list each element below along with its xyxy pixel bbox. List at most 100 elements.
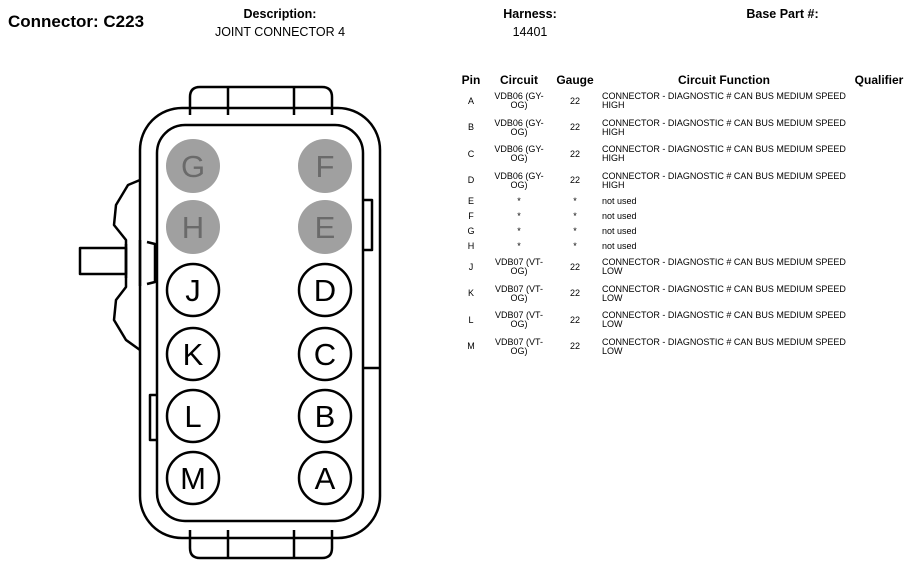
cavity-circle [297, 262, 353, 318]
circuit-function-cell: not used [602, 226, 637, 236]
table-row: D VDB06 (GY-OG) 22 CONNECTOR - DIAGNOSTIC #… [455, 168, 909, 195]
qualifier-cell [849, 334, 909, 361]
circuit-cell: VDB06 (GY-OG) [494, 91, 544, 111]
gauge-cell: * [573, 196, 577, 206]
circuit-function-cell: CONNECTOR - DIAGNOSTIC # CAN BUS MEDIUM … [602, 144, 846, 164]
cavity-m: M [165, 450, 221, 506]
table-row: A VDB06 (GY-OG) 22 CONNECTOR - DIAGNOSTIC #… [455, 88, 909, 115]
circuit-cell: VDB07 (VT-OG) [494, 283, 543, 303]
pin-cell: J [468, 261, 474, 272]
gauge-cell: 22 [569, 288, 580, 299]
pin-cell: M [467, 341, 475, 352]
circuit-cell: VDB06 (GY-OG) [494, 144, 544, 164]
qualifier-cell [849, 168, 909, 195]
pin-cell: L [468, 314, 474, 325]
harness-label: Harness: [503, 7, 557, 21]
cavity-circle [165, 388, 221, 444]
qualifier-cell [849, 194, 909, 209]
cavity-circle [166, 139, 220, 193]
pin-cell: F [468, 211, 474, 221]
pin-cell: K [467, 288, 474, 299]
gauge-cell: 22 [569, 261, 580, 272]
cavity-h: H [166, 200, 220, 254]
pin-table: Pin Circuit Gauge Circuit Function Quali… [455, 72, 909, 360]
table-row: H**not used [455, 239, 909, 254]
cavity-f: F [298, 139, 352, 193]
cavity-circle [166, 200, 220, 254]
qualifier-cell [849, 209, 909, 224]
gauge-cell: 22 [569, 175, 580, 186]
gauge-cell: * [573, 226, 577, 236]
gauge-cell: 22 [569, 95, 580, 106]
cavity-label: J [185, 273, 201, 308]
pin-cell: B [467, 122, 474, 133]
gauge-cell: 22 [569, 341, 580, 352]
cavity-circle [165, 450, 221, 506]
connector-title: Connector: C223 [8, 12, 145, 31]
qualifier-cell [849, 141, 909, 168]
circuit-function-cell: CONNECTOR - DIAGNOSTIC # CAN BUS MEDIUM … [602, 91, 846, 111]
connector-housing [78, 85, 382, 560]
circuit-cell: VDB07 (VT-OG) [494, 310, 543, 330]
col-header-circuit: Circuit [499, 73, 538, 87]
cavity-label: A [315, 461, 336, 496]
harness-value: 14401 [512, 25, 548, 39]
cavity-label: D [314, 273, 336, 308]
col-header-qualifier: Qualifier [854, 73, 904, 87]
circuit-function-cell: CONNECTOR - DIAGNOSTIC # CAN BUS MEDIUM … [602, 336, 846, 356]
cavity-c: C [297, 326, 353, 382]
circuit-cell: * [517, 241, 521, 251]
pin-cell: A [467, 95, 474, 106]
connector-face-diagram: G F H E J D K C L B M A [78, 85, 382, 560]
cavity-circle [298, 200, 352, 254]
circuit-cell: * [517, 226, 521, 236]
circuit-function-cell: not used [602, 211, 637, 221]
pin-cell: G [467, 226, 475, 236]
circuit-function-cell: CONNECTOR - DIAGNOSTIC # CAN BUS MEDIUM … [602, 283, 846, 303]
pin-cell: D [467, 175, 475, 186]
gauge-cell: 22 [569, 122, 580, 133]
cavity-label: L [184, 399, 201, 434]
col-header-pin: Pin [461, 73, 481, 87]
cavity-group: G F H E J D K C L B M A [165, 139, 353, 506]
qualifier-cell [849, 224, 909, 239]
table-row: B VDB06 (GY-OG) 22 CONNECTOR - DIAGNOSTIC #… [455, 115, 909, 142]
cavity-label: K [183, 337, 204, 372]
cavity-circle [165, 262, 221, 318]
table-row: M VDB07 (VT-OG) 22 CONNECTOR - DIAGNOSTIC #… [455, 334, 909, 361]
cavity-g: G [166, 139, 220, 193]
circuit-function-cell: CONNECTOR - DIAGNOSTIC # CAN BUS MEDIUM … [602, 257, 846, 277]
description-value: JOINT CONNECTOR 4 [214, 25, 346, 39]
circuit-cell: VDB07 (VT-OG) [494, 336, 543, 356]
cavity-circle [297, 388, 353, 444]
cavity-k: K [165, 326, 221, 382]
gauge-cell: 22 [569, 314, 580, 325]
qualifier-cell [849, 254, 909, 281]
cavity-label: E [315, 210, 336, 245]
gauge-cell: * [573, 241, 577, 251]
cavity-label: G [181, 149, 205, 184]
col-header-gauge: Gauge [556, 73, 594, 87]
cavity-label: F [316, 149, 335, 184]
table-row: K VDB07 (VT-OG) 22 CONNECTOR - DIAGNOSTIC #… [455, 281, 909, 308]
cavity-circle [297, 326, 353, 382]
circuit-cell: VDB06 (GY-OG) [494, 170, 544, 190]
qualifier-cell [849, 239, 909, 254]
gauge-cell: * [573, 211, 577, 221]
qualifier-cell [849, 115, 909, 142]
circuit-cell: VDB07 (VT-OG) [494, 257, 543, 277]
pin-cell: C [467, 148, 475, 159]
base-part-label: Base Part #: [746, 7, 819, 21]
cavity-label: H [182, 210, 204, 245]
circuit-function-cell: CONNECTOR - DIAGNOSTIC # CAN BUS MEDIUM … [602, 170, 846, 190]
table-row: J VDB07 (VT-OG) 22 CONNECTOR - DIAGNOSTIC #… [455, 254, 909, 281]
circuit-function-cell: CONNECTOR - DIAGNOSTIC # CAN BUS MEDIUM … [602, 117, 846, 137]
harness-block: Harness: 14401 [490, 7, 570, 39]
cavity-label: B [315, 399, 336, 434]
circuit-function-cell: not used [602, 196, 637, 206]
col-header-circuit-function: Circuit Function [678, 73, 770, 87]
cavity-d: D [297, 262, 353, 318]
circuit-cell: VDB06 (GY-OG) [494, 117, 544, 137]
